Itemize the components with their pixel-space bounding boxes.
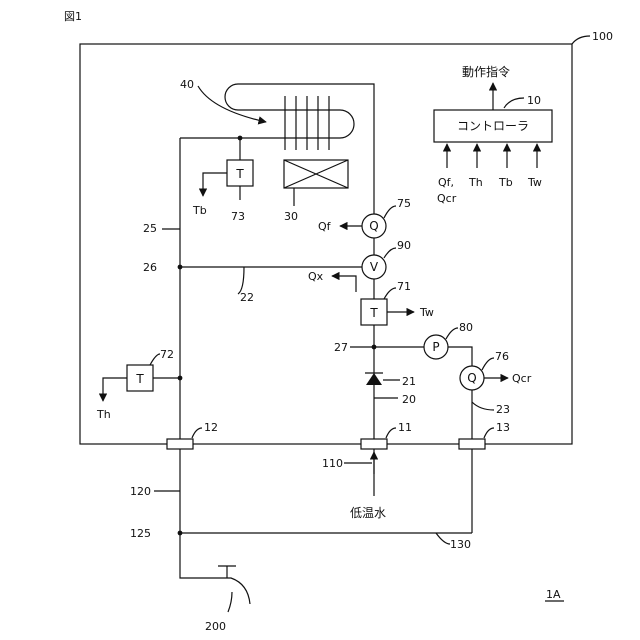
boundary-leader (572, 36, 590, 44)
burner-ref: 30 (284, 210, 298, 223)
controller-input-qf: Qf, (438, 176, 454, 189)
valve-90-ref: 90 (397, 239, 411, 252)
pump-80-symbol: P (432, 340, 439, 354)
sensor-76-output: Qcr (512, 372, 532, 385)
check-valve-21 (366, 373, 382, 385)
connector-13 (459, 439, 485, 449)
ref-11: 11 (398, 421, 412, 434)
pump-80-ref: 80 (459, 321, 473, 334)
ref-21: 21 (402, 375, 416, 388)
sensor-71-output: Tw (419, 306, 434, 319)
sensor-75-output: Qf (318, 220, 332, 233)
ref-110: 110 (322, 457, 343, 470)
controller-output: 動作指令 (462, 64, 510, 79)
connector-11 (361, 439, 387, 449)
sensor-76-symbol: Q (467, 371, 476, 385)
sensor-72-ref: 72 (160, 348, 174, 361)
ref-12: 12 (204, 421, 218, 434)
controller-input-th: Th (468, 176, 483, 189)
inlet-label: 低温水 (350, 506, 386, 520)
ref-125: 125 (130, 527, 151, 540)
boundary-ref: 100 (592, 30, 613, 43)
ref-27: 27 (334, 341, 348, 354)
controller-input-tb: Tb (498, 176, 513, 189)
system-ref: 1A (546, 588, 561, 601)
ref-13: 13 (496, 421, 510, 434)
ref-22: 22 (240, 291, 254, 304)
faucet-pipe (180, 533, 250, 604)
boundary-box (80, 44, 572, 444)
sensor-71-ref: 71 (397, 280, 411, 293)
sensor-75-symbol: Q (369, 219, 378, 233)
sensor-72-output: Th (96, 408, 111, 421)
sensor-73-output: Tb (192, 204, 207, 217)
controller-label: コントローラ (457, 119, 529, 133)
controller-ref: 10 (527, 94, 541, 107)
sensor-76-ref: 76 (495, 350, 509, 363)
ref-26: 26 (143, 261, 157, 274)
ref-20: 20 (402, 393, 416, 406)
heat-exchanger-coil (180, 84, 374, 214)
sensor-73-symbol: T (235, 167, 244, 181)
heat-exchanger-fins (285, 96, 329, 150)
sensor-73-ref: 73 (231, 210, 245, 223)
valve-90-output: Qx (308, 270, 324, 283)
ref-25: 25 (143, 222, 157, 235)
controller-input-qcr: Qcr (437, 192, 457, 205)
connector-12 (167, 439, 193, 449)
ref-130: 130 (450, 538, 471, 551)
ref-200: 200 (205, 620, 226, 633)
heat-exchanger-ref: 40 (180, 78, 194, 91)
ref-23: 23 (496, 403, 510, 416)
sensor-72-symbol: T (135, 372, 144, 386)
valve-90-symbol: V (370, 260, 379, 274)
sensor-75-ref: 75 (397, 197, 411, 210)
ref-120: 120 (130, 485, 151, 498)
heat-exchanger-leader (198, 86, 266, 122)
sensor-71-symbol: T (369, 306, 378, 320)
figure-label: 図1 (64, 10, 82, 23)
controller-input-tw: Tw (527, 176, 542, 189)
